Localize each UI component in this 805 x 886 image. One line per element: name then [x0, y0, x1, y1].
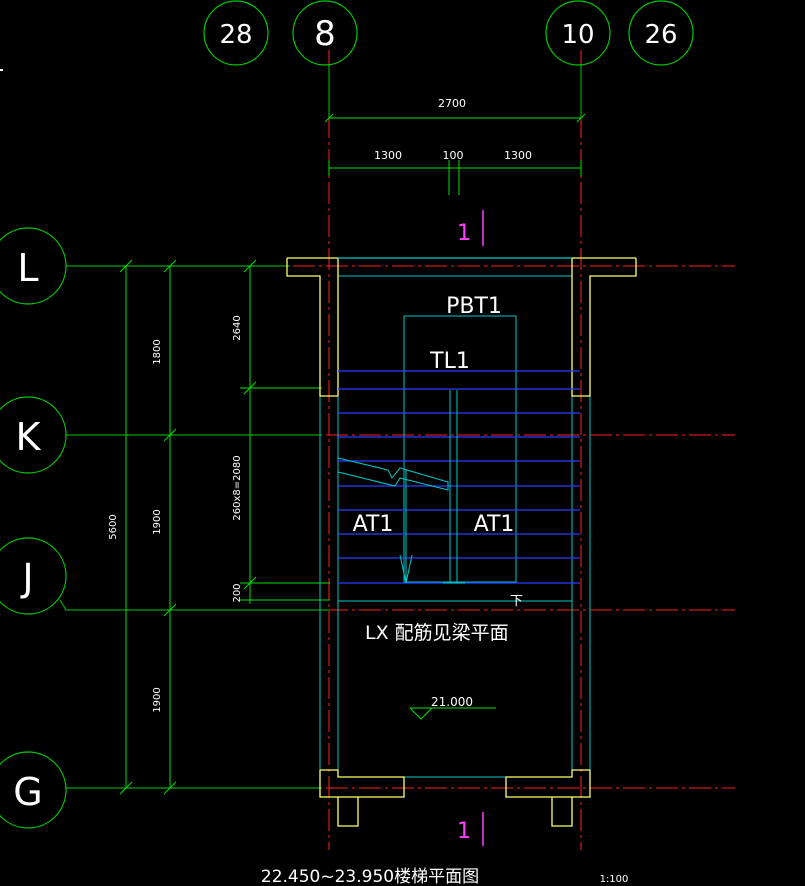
- dim-segment-mid: 100: [443, 149, 464, 162]
- dim-stair-run: 260x8=2080: [232, 455, 243, 520]
- axis-leaders: [66, 64, 582, 789]
- elevation-marker: [409, 707, 496, 720]
- dim-segment-left: 1300: [374, 149, 402, 162]
- top-dimension-lines: [324, 113, 586, 195]
- left-dimension-texts: 5600 1800 1900 1900 2640 260x8=2080 200: [108, 315, 243, 712]
- axis-bubble-10: [545, 0, 611, 66]
- axis-bubble-K: [0, 396, 67, 474]
- dim-bay-jg: 1900: [152, 687, 163, 712]
- dim-segment-right: 1300: [504, 149, 532, 162]
- drawing-title-block: 22.450~23.950楼梯平面图 1:100: [261, 867, 629, 886]
- axis-bubble-G: [0, 751, 67, 829]
- left-dimension-lines: [119, 259, 330, 795]
- label-stair-left: AT1: [353, 512, 394, 537]
- axis-label-J: J: [20, 556, 33, 600]
- dim-bay-kj: 1900: [152, 509, 163, 534]
- axis-label-K: K: [16, 415, 42, 459]
- walls: [286, 257, 637, 827]
- drawing-title: 22.450~23.950楼梯平面图: [261, 867, 479, 886]
- axis-bubble-26: [628, 0, 694, 66]
- label-stair-right: AT1: [474, 512, 515, 537]
- axis-bubble-L: [0, 227, 67, 305]
- axis-labels-top: 28 8 10 26: [219, 14, 677, 54]
- axis-labels-left: L K J G: [13, 246, 42, 814]
- section-mark-bottom: 1: [457, 819, 471, 844]
- top-dimension-texts: 2700 1300 100 1300: [374, 97, 532, 162]
- axis-label-28: 28: [219, 20, 252, 50]
- label-platform-slab: PBT1: [446, 294, 502, 319]
- axis-label-10: 10: [561, 20, 594, 50]
- dim-landing: 2640: [232, 315, 243, 340]
- label-beam: TL1: [429, 349, 470, 374]
- label-down-mark: 下: [510, 594, 523, 609]
- stair-well-opening: [403, 315, 517, 583]
- stair-treads: [338, 370, 580, 584]
- center-beam: [337, 390, 465, 584]
- label-elevation: 21.000: [431, 695, 473, 709]
- axis-bubbles-top: [203, 0, 694, 66]
- axis-bubble-J: [0, 537, 67, 615]
- drawing-scale: 1:100: [600, 874, 629, 885]
- dim-step-offset: 200: [232, 583, 243, 602]
- plan-labels: PBT1 TL1 AT1 AT1 下 LX 配筋见梁平面 21.000: [353, 294, 523, 709]
- axis-label-26: 26: [644, 20, 677, 50]
- dim-bay-lk: 1800: [152, 339, 163, 364]
- axis-bubble-8: [292, 0, 358, 66]
- axis-label-L: L: [17, 246, 38, 290]
- label-beam-note: LX 配筋见梁平面: [365, 622, 509, 644]
- axis-label-8: 8: [314, 14, 336, 54]
- section-marks: 1 1: [457, 210, 484, 846]
- section-mark-top: 1: [457, 221, 471, 246]
- dim-total-width: 2700: [438, 97, 466, 110]
- dim-total-depth: 5600: [108, 514, 119, 539]
- grid-axis-lines: [260, 50, 735, 850]
- axis-bubble-28: [203, 0, 269, 66]
- stairwell-outline: [319, 275, 591, 778]
- axis-label-G: G: [13, 770, 42, 814]
- axis-bubbles-left: [0, 227, 67, 829]
